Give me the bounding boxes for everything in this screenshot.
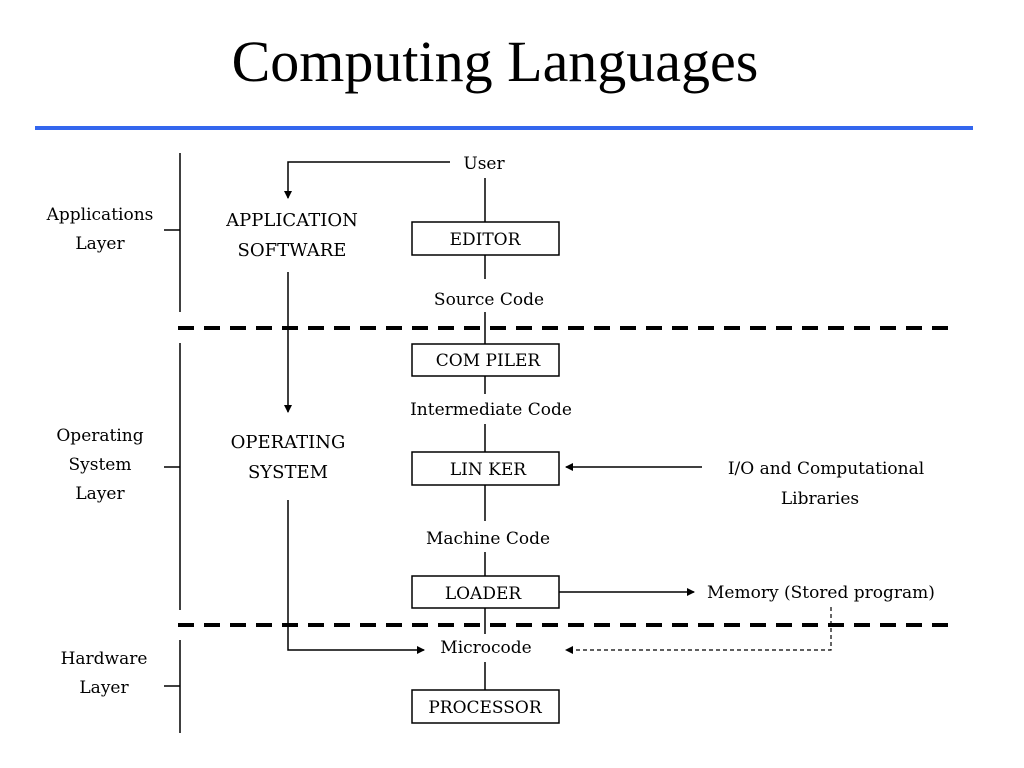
operating-layer-label-1: Operating: [56, 426, 143, 446]
microcode-label: Microcode: [440, 638, 531, 658]
processor-label: PROCESSOR: [428, 698, 543, 718]
loader-label: LOADER: [445, 584, 523, 604]
applications-layer-label-1: Applications: [46, 205, 154, 225]
linker-label: LIN KER: [450, 460, 527, 480]
user-label: User: [463, 154, 505, 174]
operating-layer-label-2: System: [69, 455, 132, 475]
title-underline: [35, 126, 973, 130]
application-software-label-2: SOFTWARE: [238, 240, 347, 261]
memory-label: Memory (Stored program): [707, 583, 935, 603]
application-software-label-1: APPLICATION: [225, 210, 358, 231]
machine-code-label: Machine Code: [426, 529, 550, 549]
processor-box: [411, 689, 560, 724]
hardware-layer-label-2: Layer: [79, 678, 129, 698]
memory-to-microcode-dashed-arrow: [565, 607, 832, 654]
source-code-label: Source Code: [434, 290, 544, 310]
slide-title: Computing Languages: [231, 29, 759, 94]
compiler-box: [411, 343, 560, 377]
libraries-label-2: Libraries: [781, 489, 859, 509]
os-to-microcode-arrow: [287, 500, 425, 654]
operating-layer-label-3: Layer: [75, 484, 125, 504]
operating-system-label-2: SYSTEM: [248, 462, 328, 483]
intermediate-code-label: Intermediate Code: [410, 400, 572, 420]
operating-system-label-1: OPERATING: [231, 432, 346, 453]
hardware-layer-label-1: Hardware: [61, 649, 148, 669]
editor-label: EDITOR: [450, 230, 522, 250]
user-to-application-arrow: [284, 161, 450, 199]
compiler-label: COM PILER: [436, 351, 542, 371]
applications-layer-label-2: Layer: [75, 234, 125, 254]
libraries-label-1: I/O and Computational: [728, 459, 924, 479]
